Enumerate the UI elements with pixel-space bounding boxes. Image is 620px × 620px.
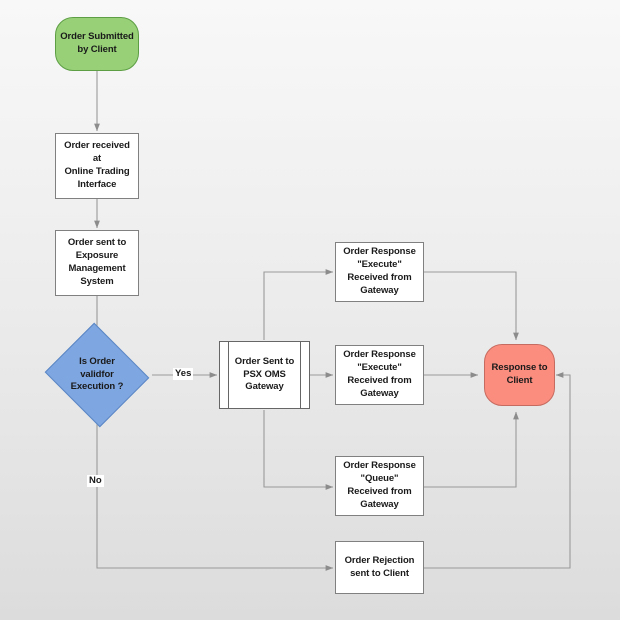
node-order-submitted-by-client[interactable]: Order Submitted by Client bbox=[55, 17, 139, 71]
edge-label-no: No bbox=[87, 475, 104, 488]
edge-label-yes: Yes bbox=[173, 368, 194, 381]
node-label: Is Order validfor Execution ? bbox=[70, 355, 124, 393]
node-label: Order Response "Queue" Received from Gat… bbox=[343, 460, 416, 510]
node-order-rejection-sent-to-client[interactable]: Order Rejection sent to Client bbox=[335, 541, 424, 594]
node-label: Order Response "Execute" Received from G… bbox=[343, 246, 416, 296]
node-label: Order Submitted by Client bbox=[60, 31, 134, 55]
edge-resp-exec-1-to-response bbox=[424, 271, 519, 341]
node-order-response-queue-received-from-gateway[interactable]: Order Response "Queue" Received from Gat… bbox=[335, 456, 424, 516]
connectors bbox=[94, 71, 571, 571]
node-order-received-online-trading-interface[interactable]: Order received at Online Trading Interfa… bbox=[55, 133, 139, 199]
edge-oms-to-resp-exec-1 bbox=[263, 269, 334, 340]
node-label: Order received at Online Trading Interfa… bbox=[64, 140, 130, 190]
node-is-order-valid-for-execution[interactable]: Is Order validfor Execution ? bbox=[44, 322, 150, 428]
node-label: Order Sent to PSX OMS Gateway bbox=[234, 355, 295, 393]
node-order-response-execute-received-from-gateway-top[interactable]: Order Response "Execute" Received from G… bbox=[335, 242, 424, 302]
node-label: Order Response "Execute" Received from G… bbox=[343, 349, 416, 399]
node-label: Order Rejection sent to Client bbox=[344, 554, 415, 579]
node-label: Response to Client bbox=[491, 362, 548, 386]
node-order-sent-psx-oms-gateway[interactable]: Order Sent to PSX OMS Gateway bbox=[219, 341, 310, 409]
edge-rejection-to-response bbox=[424, 372, 571, 569]
edge-decision-no-to-rejection bbox=[96, 410, 334, 571]
node-order-response-execute-received-from-gateway-middle[interactable]: Order Response "Execute" Received from G… bbox=[335, 345, 424, 405]
node-label: Order sent to Exposure Management System bbox=[67, 237, 127, 287]
edge-oms-to-resp-queue bbox=[263, 410, 334, 490]
node-order-sent-exposure-management-system[interactable]: Order sent to Exposure Management System bbox=[55, 230, 139, 296]
edge-resp-queue-to-response bbox=[424, 411, 519, 488]
node-response-to-client[interactable]: Response to Client bbox=[484, 344, 555, 406]
